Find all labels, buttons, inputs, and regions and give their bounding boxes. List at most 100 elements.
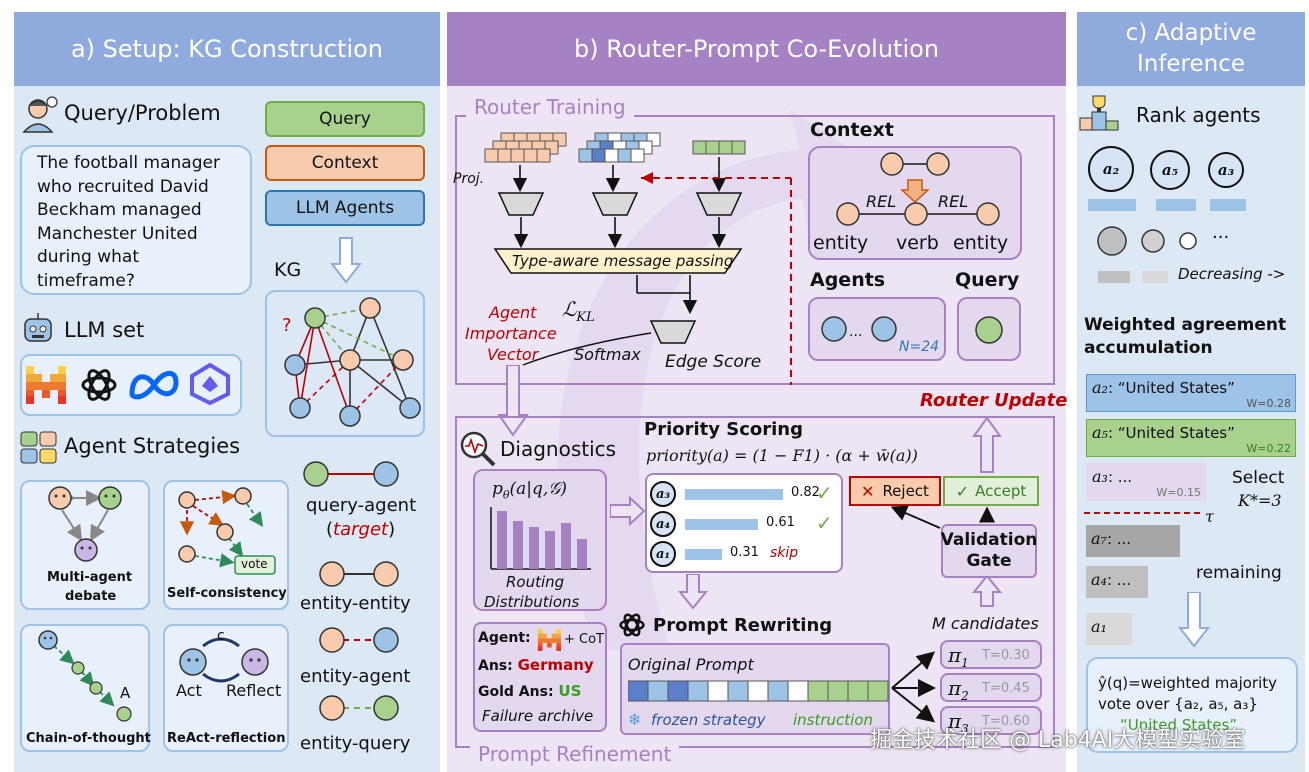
self-consistency-diagram <box>178 487 276 575</box>
router-network <box>484 132 792 385</box>
priority-agent-node: a₄ <box>650 511 676 537</box>
gate-arrows <box>890 416 1003 607</box>
routing-formula-p: p <box>492 479 503 499</box>
priority-value: 0.61 <box>766 515 795 530</box>
kl-symbol: ℒ <box>562 297 577 321</box>
ranked-agent-node: a₃ <box>1208 152 1244 188</box>
legend-context: Context <box>265 145 425 181</box>
agent-strategies-heading: Agent Strategies <box>64 434 241 458</box>
accept-check-icon: ✓ <box>955 481 970 501</box>
priority-agent-node: a₃ <box>650 481 676 507</box>
cycle-arrow-background <box>557 110 900 650</box>
vote-label: vote <box>241 557 268 571</box>
candidate-temperature: T=0.60 <box>982 714 1030 729</box>
priority-agent-label: a₁ <box>655 546 671 562</box>
priority-agent-label: a₄ <box>655 516 671 532</box>
routing-bars <box>490 507 591 570</box>
agent-suffix: + CoT <box>564 632 604 647</box>
panel-c-header: c) Adaptive Inference <box>1077 12 1305 86</box>
query-line-1: The football manager <box>37 153 220 173</box>
edge-query-agent-label: query-agent <box>306 495 417 516</box>
query-line-3: Beckham managed <box>37 200 202 220</box>
kg-graph <box>284 297 421 427</box>
podium-icon <box>1079 95 1119 131</box>
message-passing-label: Type-aware message passing <box>512 252 734 270</box>
original-prompt-label: Original Prompt <box>628 655 754 674</box>
edge-entity-query-label: entity-query <box>300 733 411 754</box>
aiv-label-3: Vector <box>487 345 539 364</box>
query-node <box>975 316 1003 344</box>
edge-entity-entity-label: entity-entity <box>300 593 411 614</box>
candidate-prompt: π1 T=0.30 <box>940 640 1042 670</box>
priority-check-icon: ✓ <box>816 511 833 535</box>
self-consistency-label: Self-consistency <box>167 586 287 601</box>
remaining-answer-value: : ... <box>1106 530 1132 548</box>
routing-dist-label-2: Distributions <box>484 593 580 611</box>
edge-target-label: (target) <box>326 519 396 540</box>
weighted-answer-weight: W=0.15 <box>1156 486 1201 499</box>
candidate-subscript: 1 <box>961 656 969 670</box>
robot-icon <box>24 313 52 342</box>
priority-value: 0.31 <box>730 545 759 560</box>
kl-subscript: KL <box>576 310 595 325</box>
remaining-answer-text: a₇: ... <box>1091 529 1131 548</box>
query-line-6: timeframe? <box>37 270 135 291</box>
panel-a-title: a) Setup: KG Construction <box>70 35 384 63</box>
select-label: Select <box>1232 468 1285 488</box>
strategy-cot-box <box>20 624 150 752</box>
prompt-refinement-frame <box>455 416 1055 748</box>
threshold-line <box>1084 512 1202 514</box>
routing-formula-args: (a|q,𝒢) <box>509 479 568 499</box>
routing-formula-sub: θ <box>502 488 510 502</box>
candidate-temperature: T=0.45 <box>982 681 1030 696</box>
agents-dots: ... <box>849 324 863 340</box>
user-icon <box>22 96 58 133</box>
aiv-label-2: Importance <box>465 324 557 343</box>
router-update-label: Router Update <box>920 390 1068 411</box>
candidate-fan-arrows <box>891 651 936 723</box>
wac-label-2: accumulation <box>1084 338 1213 358</box>
softmax-label: Softmax <box>574 345 641 364</box>
final-line-3: “United States” <box>1120 716 1238 734</box>
weighted-answer-text: a₂: “United States” <box>1092 378 1235 397</box>
remaining-answer-text: a₁ <box>1091 617 1107 636</box>
meta-logo-icon <box>129 370 179 400</box>
remaining-answer-agent: a₁ <box>1091 617 1107 636</box>
panel-a-header: a) Setup: KG Construction <box>14 12 440 86</box>
candidate-temperature: T=0.30 <box>982 648 1030 663</box>
ranked-agent-node: a₅ <box>1150 150 1190 190</box>
tau-label: τ <box>1205 507 1214 526</box>
snowflake-icon: ❄ <box>628 710 642 729</box>
kl-loss-label: ℒKL <box>562 297 595 325</box>
legend-query-label: Query <box>319 109 371 129</box>
rel-label-2: REL <box>938 192 969 211</box>
down-arrow-icon <box>330 237 362 284</box>
panel-b-title: b) Router-Prompt Co-Evolution <box>573 35 940 63</box>
act-label: Act <box>176 681 202 700</box>
ranked-agent-label: a₃ <box>1217 161 1235 179</box>
candidate-symbol: π <box>948 643 962 667</box>
mistral-logo-icon <box>26 366 66 404</box>
routing-dist-label-1: Routing <box>506 573 565 591</box>
priority-formula: priority(a) = (1 − F1) · (α + w̄(a)) <box>646 446 918 465</box>
entity-label-1: entity <box>813 232 869 254</box>
edge-target-word: target <box>333 519 389 540</box>
query-line-4: Manchester United <box>37 223 198 244</box>
instruction-label: instruction <box>793 711 874 729</box>
candidate-symbol: π <box>948 709 962 733</box>
router-training-label: Router Training <box>466 95 634 119</box>
query-problem-heading: Query/Problem <box>64 101 221 125</box>
wac-label-1: Weighted agreement <box>1084 315 1287 335</box>
weighted-answer: a₅: “United States”W=0.22 <box>1086 419 1296 457</box>
failure-archive-label: Failure archive <box>482 707 594 725</box>
priority-agent-label: a₃ <box>655 486 671 502</box>
query-text-box: The football manager who recruited David… <box>20 145 252 295</box>
cot-diagram <box>38 630 132 722</box>
weighted-answer-text: a₅: “United States” <box>1092 423 1235 442</box>
qwen-logo-icon <box>190 362 230 406</box>
ranked-agent-label: a₅ <box>1161 161 1179 179</box>
priority-agent-node: a₁ <box>650 541 676 567</box>
ans-row: Ans: Germany <box>478 656 594 674</box>
weighted-answer-agent: a₅ <box>1092 423 1108 442</box>
